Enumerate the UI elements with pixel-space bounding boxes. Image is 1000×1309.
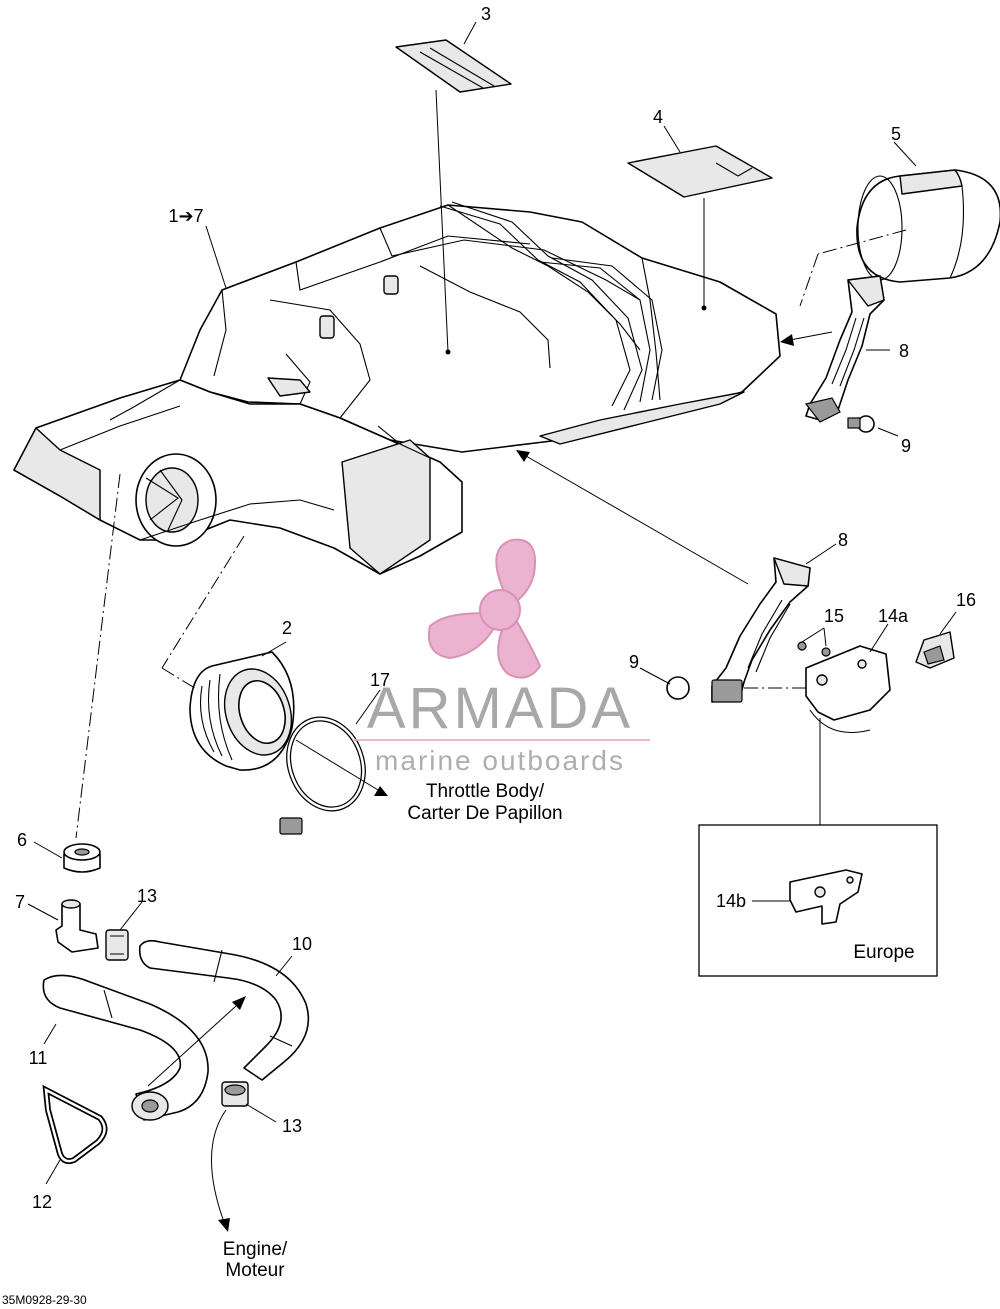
callout-9-upper: 9	[901, 436, 911, 456]
part-12-clip-ring	[42, 1084, 108, 1165]
part-6-grommet	[63, 843, 101, 873]
callout-13-upper: 13	[137, 886, 157, 906]
caption-throttle-body-line2: Carter De Papillon	[407, 803, 562, 824]
callout-16: 16	[956, 590, 976, 610]
part-11-hose	[42, 974, 209, 1121]
europe-inset	[698, 824, 938, 977]
armada-watermark: ARMADA marine outboards	[354, 538, 650, 776]
propeller-icon	[428, 538, 542, 679]
callout-6: 6	[17, 830, 27, 850]
part-8-strap-upper	[804, 275, 885, 423]
diagram-reference-code: 35M0928-29-30	[2, 1293, 87, 1307]
part-17-clamp	[279, 716, 366, 835]
callout-labels: 3 4 5 1➔7 8 9 8 9 15 14a 16 2 17 6 7 13 …	[15, 4, 976, 1212]
part-9-washer	[666, 676, 690, 700]
captions: Throttle Body/ Carter De Papillon Engine…	[223, 781, 915, 1281]
part-8-strap-lower	[711, 557, 811, 703]
callout-10: 10	[292, 934, 312, 954]
part-13-clamp-upper	[105, 929, 129, 961]
assembly-centerlines	[75, 229, 907, 839]
callout-5: 5	[891, 124, 901, 144]
callout-3: 3	[481, 4, 491, 24]
caption-throttle-body-line1: Throttle Body/	[426, 781, 545, 802]
watermark-subtitle: marine outboards	[375, 745, 625, 776]
part-3-label-plate	[395, 39, 512, 93]
part-5-air-filter	[856, 169, 1000, 283]
flow-arrows	[147, 331, 833, 1232]
callout-14a: 14a	[878, 606, 909, 626]
part-4-decal	[627, 145, 773, 198]
part-7-elbow-fitting	[55, 899, 99, 953]
part-14a-bracket	[805, 645, 891, 734]
part-10-hose	[138, 939, 310, 1081]
part-16-clip-nut	[915, 631, 955, 669]
callout-4: 4	[653, 107, 663, 127]
caption-engine-line2: Moteur	[225, 1260, 285, 1281]
part-2-intake-boot	[189, 651, 295, 771]
callout-1-7: 1➔7	[168, 206, 203, 226]
callout-9-lower: 9	[629, 652, 639, 672]
part-9-screw-upper	[847, 415, 875, 433]
callout-17: 17	[370, 670, 390, 690]
callout-8-lower: 8	[838, 530, 848, 550]
part-13-clamp-lower	[221, 1081, 249, 1107]
callout-11: 11	[29, 1048, 48, 1068]
callout-2: 2	[282, 618, 292, 638]
caption-europe: Europe	[853, 942, 914, 963]
part-15-screws	[797, 641, 831, 657]
callout-7: 7	[15, 892, 25, 912]
air-box-housing	[13, 201, 781, 575]
leader-lines	[27, 21, 957, 1185]
callout-14b: 14b	[716, 891, 746, 911]
watermark-title: ARMADA	[367, 676, 633, 741]
callout-12: 12	[32, 1192, 52, 1212]
callout-13-lower: 13	[282, 1116, 302, 1136]
caption-engine-line1: Engine/	[223, 1239, 288, 1260]
callout-15: 15	[824, 606, 844, 626]
callout-8-upper: 8	[899, 341, 909, 361]
